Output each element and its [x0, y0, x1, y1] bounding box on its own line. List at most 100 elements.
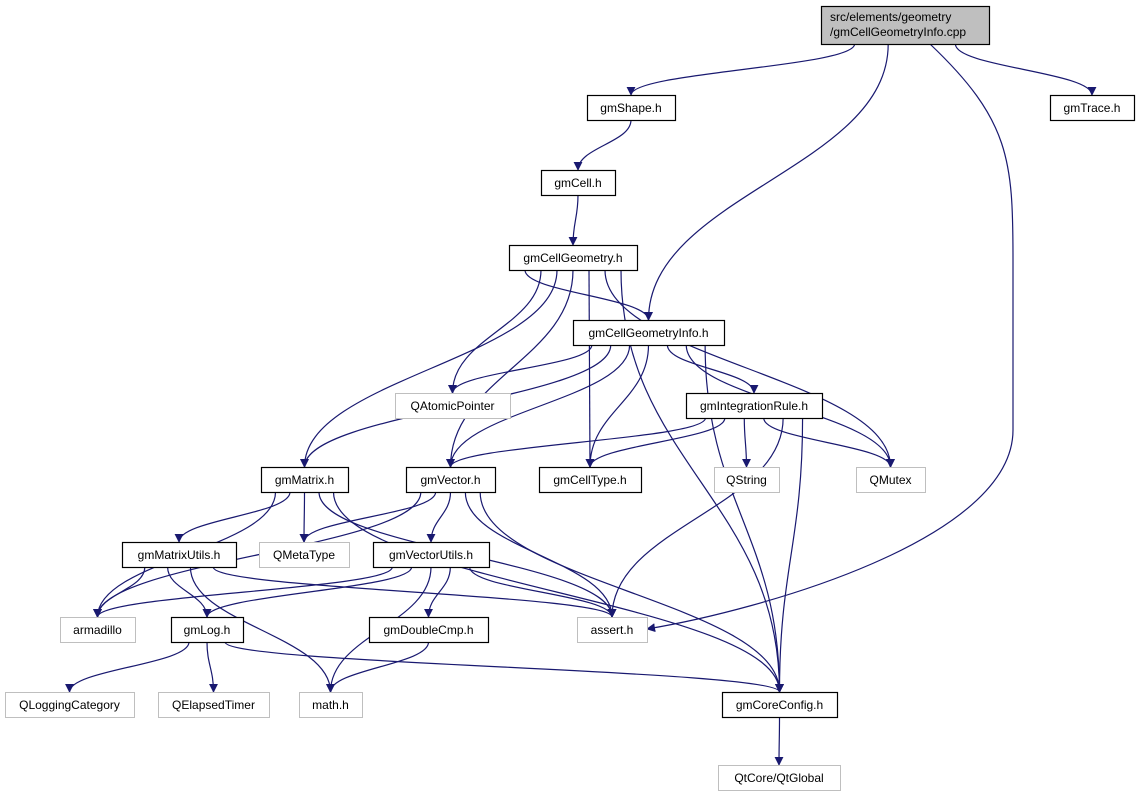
edge-gmVectorUtils-to-gmLog [202, 566, 413, 618]
node-label: QMetaType [273, 548, 335, 562]
node-label: gmCellGeometryInfo.h [588, 326, 708, 340]
edge-gmVectorUtils-to-assert [469, 566, 617, 618]
node-box [508, 244, 639, 272]
node-gmTrace[interactable]: gmTrace.h [1049, 94, 1136, 122]
node-box [299, 692, 363, 718]
node-label: gmIntegrationRule.h [700, 399, 808, 413]
node-box [577, 617, 648, 643]
node-gmShape[interactable]: gmShape.h [586, 94, 677, 122]
node-label: math.h [312, 698, 349, 712]
edge-gmCellGeometryInfo-to-QAtomicPointer [448, 344, 593, 394]
node-assert: assert.h [577, 617, 648, 643]
edge-gmIntegrationRule-to-QMutex [763, 417, 895, 468]
node-src[interactable]: src/elements/geometry/gmCellGeometryInfo… [820, 5, 991, 46]
node-label: QMutex [869, 473, 911, 487]
node-label: gmCoreConfig.h [736, 698, 823, 712]
node-gmCellType[interactable]: gmCellType.h [538, 466, 643, 494]
node-box [721, 691, 839, 719]
edge-gmCellGeometry-to-QAtomicPointer [448, 269, 542, 394]
node-gmCellGeometryInfo[interactable]: gmCellGeometryInfo.h [572, 319, 726, 347]
node-math: math.h [299, 692, 363, 718]
node-label: /gmCellGeometryInfo.cpp [830, 25, 966, 39]
node-box [538, 466, 643, 494]
node-box [540, 169, 617, 197]
edge-gmIntegrationRule-to-QString [741, 417, 751, 468]
node-label: QLoggingCategory [19, 698, 120, 712]
edge-src-to-gmTrace [954, 43, 1097, 96]
node-gmLog[interactable]: gmLog.h [170, 616, 245, 644]
node-label: gmDoubleCmp.h [383, 623, 473, 637]
node-QElapsedTimer: QElapsedTimer [158, 692, 270, 718]
node-box [368, 616, 490, 644]
node-box [372, 541, 491, 569]
edge-gmIntegrationRule-to-gmVector [446, 417, 707, 468]
node-label: QElapsedTimer [172, 698, 255, 712]
edge-gmCellGeometry-to-gmMatrix [300, 269, 558, 468]
node-label: assert.h [591, 623, 634, 637]
node-label: gmLog.h [184, 623, 231, 637]
node-box [121, 541, 238, 569]
node-box [718, 765, 841, 791]
nodes-layer: src/elements/geometry/gmCellGeometryInfo… [5, 5, 1136, 791]
node-QMutex: QMutex [856, 467, 926, 493]
node-label: gmCellType.h [553, 473, 626, 487]
edges-layer [65, 43, 1097, 766]
node-gmCell[interactable]: gmCell.h [540, 169, 617, 197]
edge-gmVectorUtils-to-armadillo [93, 566, 393, 618]
node-gmDoubleCmp[interactable]: gmDoubleCmp.h [368, 616, 490, 644]
node-box [572, 319, 726, 347]
edge-gmLog-to-QElapsedTimer [206, 641, 218, 693]
node-box [1049, 94, 1136, 122]
edge-gmIntegrationRule-to-gmCellType [585, 417, 726, 468]
edge-gmCoreConfig-to-QtGlobal [774, 716, 784, 766]
edge-gmMatrixUtils-to-math [189, 566, 335, 693]
edge-gmIntegrationRule-to-gmCoreConfig [775, 417, 804, 693]
node-label: gmMatrix.h [275, 473, 334, 487]
node-gmCoreConfig[interactable]: gmCoreConfig.h [721, 691, 839, 719]
edge-gmCellGeometryInfo-to-gmIntegrationRule [666, 344, 759, 394]
edge-src-to-gmCellGeometryInfo [644, 43, 889, 321]
node-box [5, 692, 135, 718]
edge-gmCellGeometry-to-QMutex [604, 269, 895, 468]
node-box [685, 392, 824, 420]
edge-gmVector-to-gmCoreConfig [479, 491, 784, 693]
edge-src-to-assert [646, 43, 1014, 633]
edge-gmShape-to-gmCell [573, 119, 632, 171]
node-box [820, 5, 991, 46]
edge-gmCellGeometry-to-gmCellGeometryInfo [524, 269, 653, 321]
node-box [60, 617, 136, 643]
node-gmCellGeometry[interactable]: gmCellGeometry.h [508, 244, 639, 272]
edge-gmCellGeometryInfo-to-gmVector [446, 344, 631, 468]
node-box [158, 692, 270, 718]
edge-gmMatrix-to-gmMatrixUtils [174, 491, 291, 543]
edge-gmIntegrationRule-to-assert [607, 417, 784, 618]
edge-gmMatrix-to-gmCoreConfig [332, 491, 784, 693]
node-label: gmTrace.h [1064, 101, 1121, 115]
node-armadillo: armadillo [60, 617, 136, 643]
node-gmIntegrationRule[interactable]: gmIntegrationRule.h [685, 392, 824, 420]
edge-src-to-gmShape [626, 43, 856, 96]
node-label: gmShape.h [600, 101, 661, 115]
node-box [260, 466, 350, 494]
node-box [586, 94, 677, 122]
node-QAtomicPointer: QAtomicPointer [395, 393, 511, 419]
node-box [856, 467, 926, 493]
edge-gmLog-to-gmCoreConfig [224, 641, 784, 693]
node-gmVector[interactable]: gmVector.h [405, 466, 497, 494]
edge-gmVectorUtils-to-gmDoubleCmp [424, 566, 451, 618]
node-gmMatrix[interactable]: gmMatrix.h [260, 466, 350, 494]
edge-gmMatrixUtils-to-assert [212, 566, 617, 618]
node-label: gmVectorUtils.h [389, 548, 473, 562]
node-box [259, 542, 350, 568]
node-QLoggingCategory: QLoggingCategory [5, 692, 135, 718]
node-label: src/elements/geometry [830, 10, 951, 24]
node-gmMatrixUtils[interactable]: gmMatrixUtils.h [121, 541, 238, 569]
node-label: gmCellGeometry.h [523, 251, 622, 265]
node-label: QAtomicPointer [410, 399, 494, 413]
node-label: gmMatrixUtils.h [138, 548, 221, 562]
node-box [714, 467, 780, 493]
node-box [405, 466, 497, 494]
node-gmVectorUtils[interactable]: gmVectorUtils.h [372, 541, 491, 569]
edge-gmCell-to-gmCellGeometry [568, 194, 579, 246]
